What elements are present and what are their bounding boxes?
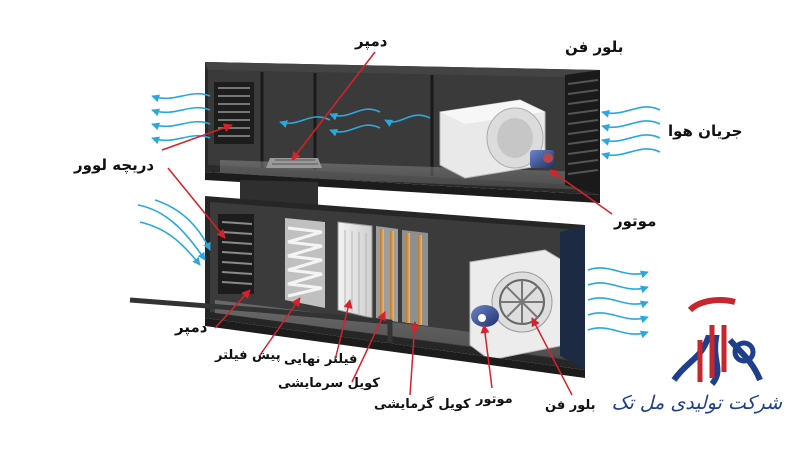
pointer-lines: [161, 51, 613, 396]
label-blower-fan-top: بلور فن: [565, 38, 624, 56]
label-louver-damper: دریچه لوور: [74, 156, 155, 174]
upper-damper: [266, 158, 322, 168]
upper-blower-fan: [439, 99, 546, 179]
upper-base: [205, 172, 600, 203]
upper-unit: [205, 62, 600, 203]
label-motor-bottom: موتور: [476, 392, 513, 407]
heating-coil-unit: [402, 230, 428, 326]
final-filter-unit: [337, 221, 373, 319]
label-motor-top: موتور: [614, 212, 657, 230]
label-heating-coil: کویل گرمایشی: [374, 397, 471, 412]
label-pre-filter: پیش فیلتر: [215, 348, 281, 363]
lower-unit: [129, 196, 585, 378]
company-logo: [671, 297, 763, 386]
pre-filter-unit: [285, 218, 325, 308]
lower-motor: [471, 305, 499, 327]
label-damper-top: دمپر: [355, 32, 388, 50]
label-blower-fan-bottom: بلور فن: [545, 398, 596, 413]
upper-intake-grille: [565, 70, 600, 195]
label-cooling-coil: کویل سرمایشی: [278, 376, 380, 391]
airflow-arrows: [137, 92, 661, 339]
lower-outlet-panel: [560, 225, 585, 370]
label-airflow: جریان هوا: [668, 122, 743, 140]
upper-roof-edge: [205, 62, 600, 78]
upper-louver-grille: [214, 82, 254, 144]
pipe: [129, 297, 393, 345]
label-final-filter: فیلتر نهایی: [284, 352, 358, 367]
lower-blower-fan: [469, 249, 566, 361]
label-damper-bottom: دمپر: [175, 318, 208, 336]
lower-base: [205, 318, 585, 378]
upper-motor: [530, 150, 554, 168]
lower-inlet-damper: [218, 214, 254, 294]
cooling-coil-unit: [376, 226, 398, 322]
company-name: شرکت تولیدی مل تک: [611, 392, 782, 414]
